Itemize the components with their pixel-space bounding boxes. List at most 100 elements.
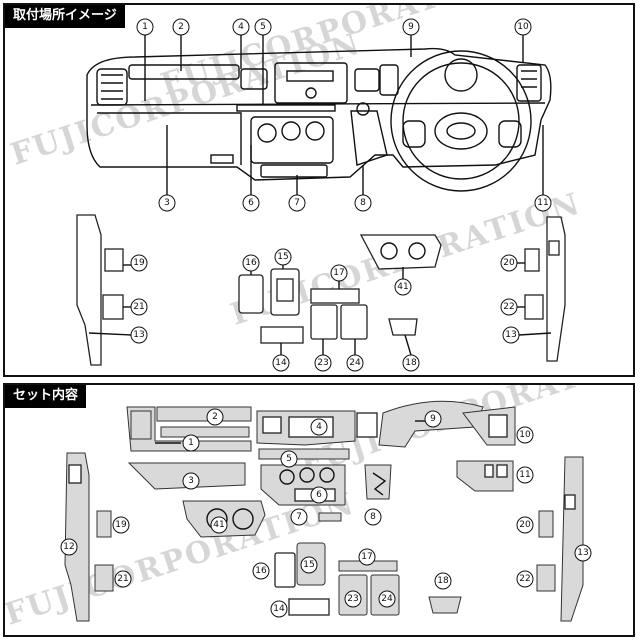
callout-4: 4 xyxy=(232,18,250,36)
callout-2: 2 xyxy=(206,408,224,426)
callout-12: 12 xyxy=(60,538,78,556)
svg-text:22: 22 xyxy=(519,574,530,584)
svg-text:2: 2 xyxy=(178,22,184,32)
svg-text:16: 16 xyxy=(245,258,257,268)
svg-text:7: 7 xyxy=(294,198,300,208)
callout-4: 4 xyxy=(310,418,328,436)
callout-6: 6 xyxy=(242,194,260,212)
svg-text:6: 6 xyxy=(316,490,322,500)
set-header: セット内容 xyxy=(5,385,87,408)
svg-text:13: 13 xyxy=(133,330,144,340)
callout-10: 10 xyxy=(516,426,534,444)
svg-text:18: 18 xyxy=(405,358,417,368)
svg-text:13: 13 xyxy=(505,330,516,340)
callout-5: 5 xyxy=(254,18,272,36)
callout-9: 9 xyxy=(424,410,442,428)
callout-18: 18 xyxy=(434,572,452,590)
svg-text:22: 22 xyxy=(503,302,514,312)
svg-text:4: 4 xyxy=(238,22,244,32)
svg-text:9: 9 xyxy=(408,22,414,32)
callout-21: 21 xyxy=(130,298,148,316)
svg-text:16: 16 xyxy=(255,566,267,576)
svg-text:3: 3 xyxy=(164,198,170,208)
callout-41: 41 xyxy=(394,278,412,296)
callout-7: 7 xyxy=(288,194,306,212)
callout-16: 16 xyxy=(252,562,270,580)
callout-20: 20 xyxy=(500,254,518,272)
svg-text:8: 8 xyxy=(360,198,366,208)
callout-14: 14 xyxy=(272,354,290,372)
svg-text:12: 12 xyxy=(63,542,74,552)
callout-5: 5 xyxy=(280,450,298,468)
svg-text:1: 1 xyxy=(142,22,148,32)
callout-1: 1 xyxy=(136,18,154,36)
callout-24: 24 xyxy=(346,354,364,372)
left-door-panel xyxy=(76,214,124,366)
svg-text:41: 41 xyxy=(397,282,408,292)
callout-41: 41 xyxy=(210,516,228,534)
callout-19: 19 xyxy=(130,254,148,272)
svg-text:18: 18 xyxy=(437,576,449,586)
svg-text:5: 5 xyxy=(260,22,266,32)
dashboard-drawing xyxy=(86,47,552,192)
center-parts xyxy=(238,234,442,344)
callout-15: 15 xyxy=(300,556,318,574)
svg-text:15: 15 xyxy=(277,252,288,262)
callout-13-left: 13 xyxy=(130,326,148,344)
callout-24: 24 xyxy=(378,590,396,608)
svg-text:13: 13 xyxy=(577,548,588,558)
svg-text:24: 24 xyxy=(381,594,393,604)
leader-lines xyxy=(88,35,552,356)
callout-9: 9 xyxy=(402,18,420,36)
svg-text:21: 21 xyxy=(133,302,144,312)
callout-19: 19 xyxy=(112,516,130,534)
install-callouts: 1 2 4 5 9 10 3 6 7 8 11 19 21 13 16 15 1… xyxy=(130,18,552,372)
callout-3: 3 xyxy=(182,472,200,490)
callout-8: 8 xyxy=(364,508,382,526)
svg-text:41: 41 xyxy=(213,520,224,530)
callout-6: 6 xyxy=(310,486,328,504)
svg-text:23: 23 xyxy=(347,594,358,604)
svg-text:11: 11 xyxy=(537,198,548,208)
svg-text:10: 10 xyxy=(519,430,531,440)
callout-11: 11 xyxy=(534,194,552,212)
callout-14: 14 xyxy=(270,600,288,618)
callout-17: 17 xyxy=(358,548,376,566)
callout-20: 20 xyxy=(516,516,534,534)
svg-text:19: 19 xyxy=(133,258,145,268)
svg-text:20: 20 xyxy=(519,520,531,530)
callout-16: 16 xyxy=(242,254,260,272)
set-contents-panel: セット内容 FUJICORPORATION FUJICORPORATION xyxy=(3,383,635,637)
callout-8: 8 xyxy=(354,194,372,212)
svg-text:2: 2 xyxy=(212,412,218,422)
svg-text:8: 8 xyxy=(370,512,376,522)
callout-10: 10 xyxy=(514,18,532,36)
callout-18: 18 xyxy=(402,354,420,372)
svg-text:17: 17 xyxy=(361,552,372,562)
svg-text:4: 4 xyxy=(316,422,322,432)
set-callouts: 1 2 4 9 10 3 5 6 7 8 11 41 12 19 21 13 2… xyxy=(60,408,592,618)
callout-22: 22 xyxy=(500,298,518,316)
svg-text:7: 7 xyxy=(296,512,302,522)
svg-text:11: 11 xyxy=(519,470,530,480)
svg-text:10: 10 xyxy=(517,22,529,32)
set-diagram: FUJICORPORATION FUJICORPORATION xyxy=(5,385,633,633)
callout-11: 11 xyxy=(516,466,534,484)
right-door-panel xyxy=(524,216,566,362)
svg-text:1: 1 xyxy=(188,438,194,448)
callout-22: 22 xyxy=(516,570,534,588)
callout-13-right: 13 xyxy=(502,326,520,344)
callout-15: 15 xyxy=(274,248,292,266)
callout-21: 21 xyxy=(114,570,132,588)
svg-text:15: 15 xyxy=(303,560,314,570)
svg-text:3: 3 xyxy=(188,476,194,486)
callout-7: 7 xyxy=(290,508,308,526)
callout-23: 23 xyxy=(314,354,332,372)
install-diagram: FUJICORPORATION FUJICORPORATION FUJICORP… xyxy=(7,5,585,372)
callout-17: 17 xyxy=(330,264,348,282)
svg-text:24: 24 xyxy=(349,358,361,368)
set-parts xyxy=(64,400,584,622)
svg-text:14: 14 xyxy=(273,604,285,614)
svg-text:23: 23 xyxy=(317,358,328,368)
callout-13: 13 xyxy=(574,544,592,562)
